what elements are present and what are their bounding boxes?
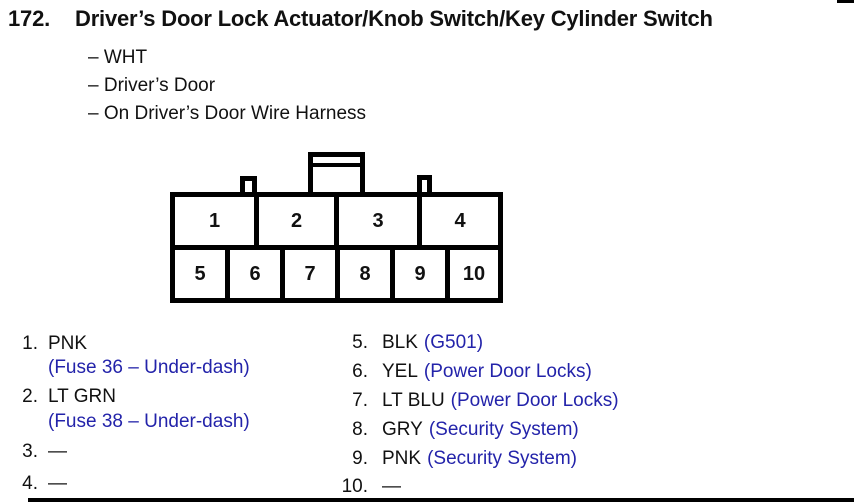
page-edge-rule-bottom — [28, 498, 854, 502]
pin-number: 4. — [22, 473, 38, 494]
pin-row-8: 8. GRY (Security System) — [331, 419, 579, 441]
attribute-line-color: – WHT — [88, 47, 148, 68]
wire-color: — — [48, 473, 67, 494]
wire-note: (Security System) — [427, 448, 577, 469]
pin-number: 1. — [22, 333, 38, 354]
pin-number: 8. — [352, 419, 368, 440]
connector-lock-tab-center — [308, 152, 365, 197]
section-title-text: Driver’s Door Lock Actuator/Knob Switch/… — [75, 6, 713, 31]
pin-number: 5. — [352, 332, 368, 353]
wire-note: (Security System) — [428, 419, 579, 440]
pin-cavity-10: 10 — [462, 262, 486, 285]
wire-color: BLK — [382, 332, 418, 353]
wire-color: YEL — [382, 361, 418, 382]
pin-cavity-2: 2 — [259, 197, 339, 245]
pin-row-5: 5. BLK (G501) — [331, 332, 483, 354]
pin-number: 2. — [22, 386, 38, 407]
connector-attributes: – WHT – Driver’s Door – On Driver’s Door… — [88, 44, 366, 128]
pin-number: 9. — [352, 448, 368, 469]
connector-row-top: 1 2 3 4 — [175, 197, 498, 250]
pin-cavity-3: 3 — [339, 197, 422, 245]
pin-row-7: 7. LT BLU (Power Door Locks) — [331, 390, 619, 412]
wire-note: (Power Door Locks) — [450, 390, 619, 411]
page-edge-mark-top-right — [837, 0, 854, 3]
pin-cavity-9: 9 — [395, 250, 450, 298]
wire-color: — — [48, 441, 67, 462]
wire-color: LT BLU — [382, 390, 445, 411]
pin-cavity-5: 5 — [175, 250, 230, 298]
section-number: 172. — [8, 6, 51, 31]
pin-cavity-7: 7 — [285, 250, 340, 298]
wire-color: GRY — [382, 419, 423, 440]
wire-color: PNK — [48, 333, 88, 354]
pin-number: 3. — [22, 441, 38, 462]
pin-row-4: 4. — — [0, 473, 67, 495]
connector-body: 1 2 3 4 5 6 7 8 9 10 — [170, 192, 503, 303]
attribute-line-harness: – On Driver’s Door Wire Harness — [88, 103, 367, 124]
pin-number: 10. — [341, 476, 368, 497]
wire-note: (G501) — [423, 332, 484, 353]
connector-diagram: 1 2 3 4 5 6 7 8 9 10 — [170, 150, 503, 303]
pin-number: 6. — [352, 361, 368, 382]
pin-cavity-1: 1 — [175, 197, 259, 245]
pin-row-2: 2. LT GRN — [0, 386, 116, 408]
pin-cavity-6: 6 — [230, 250, 285, 298]
wire-note: (Fuse 36 – Under-dash) — [48, 357, 250, 378]
pin-row-1: 1. PNK — [0, 333, 87, 355]
pin-cavity-8: 8 — [340, 250, 395, 298]
section-title: 172. Driver’s Door Lock Actuator/Knob Sw… — [8, 6, 713, 32]
pin-row-6: 6. YEL (Power Door Locks) — [331, 361, 592, 383]
wire-note: (Fuse 38 – Under-dash) — [48, 411, 250, 432]
wire-note: (Power Door Locks) — [423, 361, 592, 382]
lock-tab-bar — [313, 163, 360, 167]
pin-row-10: 10. — — [331, 476, 407, 498]
connector-row-bottom: 5 6 7 8 9 10 — [175, 250, 498, 298]
pin-number: 7. — [352, 390, 368, 411]
attribute-line-location: – Driver’s Door — [88, 75, 216, 96]
pin-row-9: 9. PNK (Security System) — [331, 448, 577, 470]
pin-row-3: 3. — — [0, 441, 67, 463]
wire-color: LT GRN — [48, 386, 116, 407]
pin-cavity-4: 4 — [454, 209, 466, 232]
wire-color: — — [382, 476, 401, 497]
wire-color: PNK — [382, 448, 422, 469]
